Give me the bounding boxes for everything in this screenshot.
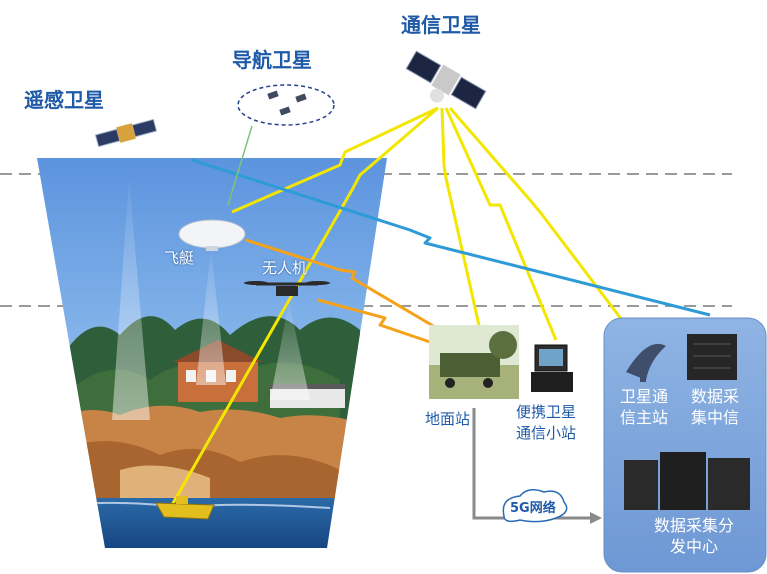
remote-sensing-satellite-label: 遥感卫星 (24, 88, 104, 112)
portable-station-label: 便携卫星 通信小站 (516, 403, 577, 442)
airship-label: 飞艇 (164, 249, 195, 267)
network-arrowhead (590, 512, 602, 524)
ground-station-label: 地面站 (425, 410, 471, 428)
drone-label: 无人机 (262, 259, 308, 277)
remote-sensing-satellite-icon (94, 118, 158, 148)
navigation-satellite-label: 导航卫星 (232, 48, 312, 72)
data-distribution-center-label: 数据采集分 发中心 (653, 516, 734, 556)
ground-station-image (429, 325, 519, 399)
server-rack-icon (687, 334, 737, 380)
airship-icon (178, 219, 246, 251)
portable-station-image (531, 344, 573, 392)
communication-satellite-label: 通信卫星 (401, 13, 481, 37)
satellite-dish-icon (626, 343, 666, 382)
drone-icon (244, 281, 330, 296)
satellite-main-station-label: 卫星通 信主站 (619, 387, 668, 427)
cloud-icon (502, 489, 568, 523)
boat-icon (155, 496, 215, 520)
server-cluster-icon (624, 452, 750, 510)
navigation-constellation-ring (237, 84, 335, 126)
coastal-scene (37, 158, 387, 548)
communication-satellite-icon (405, 50, 487, 110)
network-5g-label: 5G网络 (510, 501, 556, 516)
navigation-satellite-icon (267, 90, 307, 116)
satellite-links (166, 106, 711, 513)
data-collection-center-label: 数据采 集中信 (690, 387, 739, 427)
